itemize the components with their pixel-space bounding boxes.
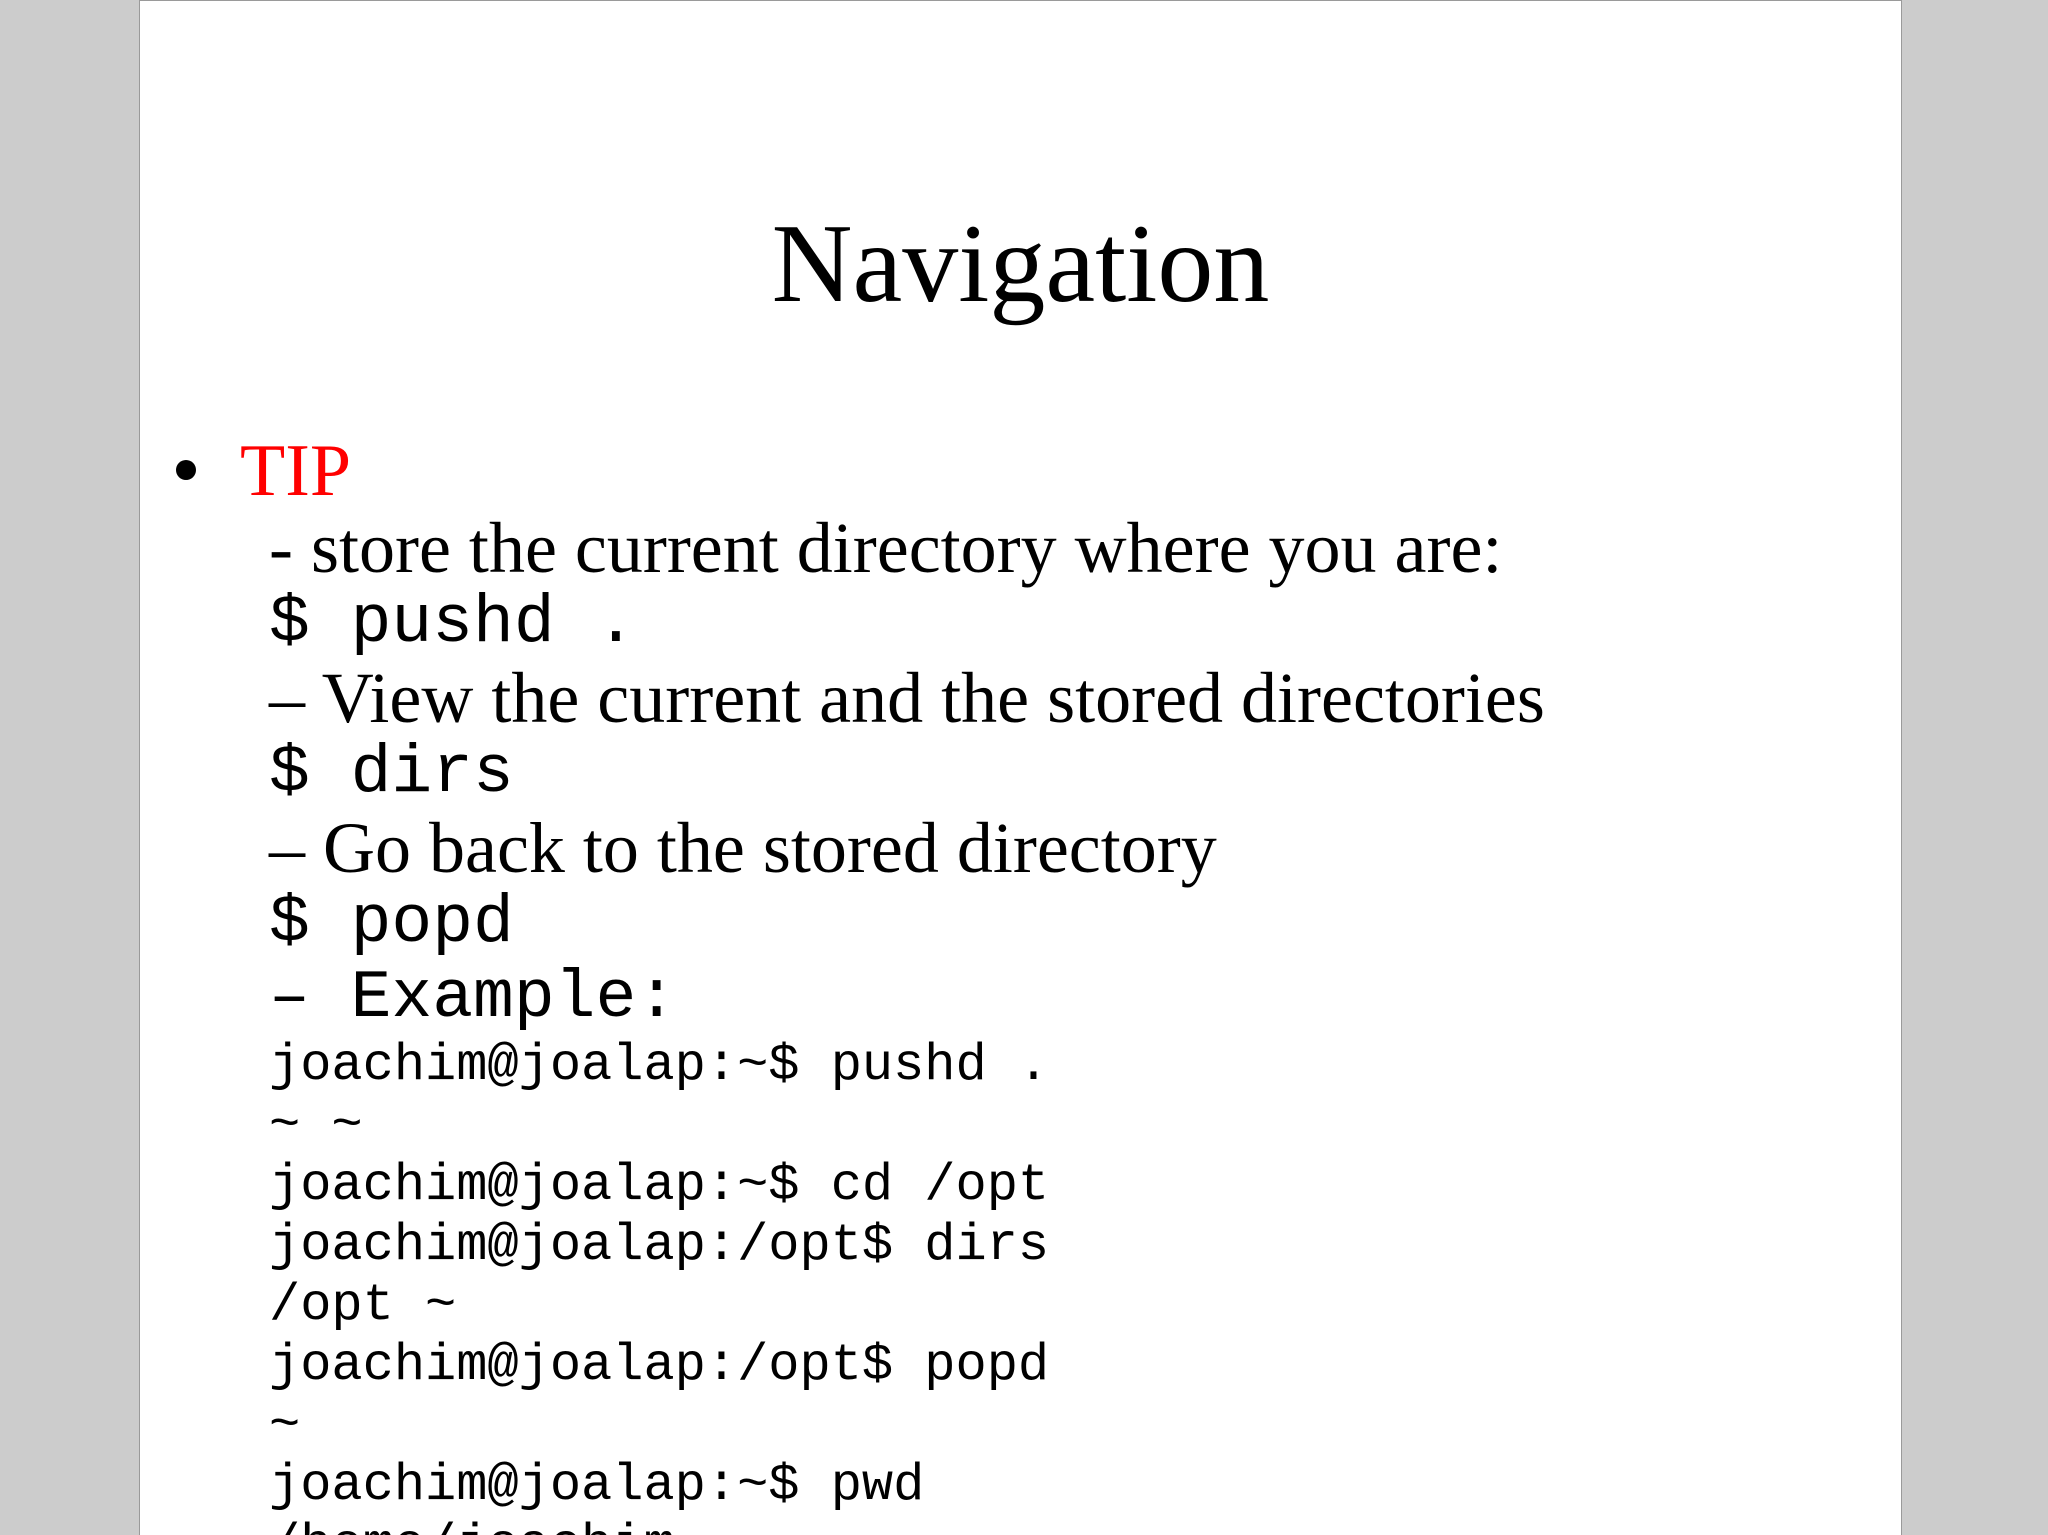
tip-label: TIP xyxy=(240,430,351,512)
command-dirs: $ dirs xyxy=(269,735,514,812)
slide: Navigation TIP - store the current direc… xyxy=(139,0,1902,1535)
terminal-line: joachim@joalap:~$ pwd xyxy=(269,1456,925,1515)
terminal-example: joachim@joalap:~$ pushd . ~ ~ joachim@jo… xyxy=(269,1036,1545,1535)
terminal-line: joachim@joalap:~$ cd /opt xyxy=(269,1156,1050,1215)
terminal-line: /home/joachim xyxy=(269,1516,1545,1535)
terminal-line: /opt ~ xyxy=(269,1276,457,1335)
example-label: – Example: xyxy=(269,960,678,1037)
tip-view-text: – View the current and the stored direct… xyxy=(269,658,1545,738)
terminal-line: ~ ~ xyxy=(269,1096,363,1155)
terminal-line: ~ xyxy=(269,1396,301,1455)
slide-body: - store the current directory where you … xyxy=(269,511,1545,1535)
bullet-icon xyxy=(176,460,196,480)
command-popd: $ popd xyxy=(269,885,514,962)
command-pushd: $ pushd . xyxy=(269,585,637,662)
terminal-line: joachim@joalap:/opt$ popd xyxy=(269,1336,1050,1395)
terminal-line: joachim@joalap:/opt$ dirs xyxy=(269,1216,1050,1275)
slide-title: Navigation xyxy=(771,202,1270,326)
tip-goback-text: – Go back to the stored directory xyxy=(269,808,1217,888)
terminal-line: joachim@joalap:~$ pushd . xyxy=(269,1036,1050,1095)
tip-store-text: - store the current directory where you … xyxy=(269,508,1503,588)
